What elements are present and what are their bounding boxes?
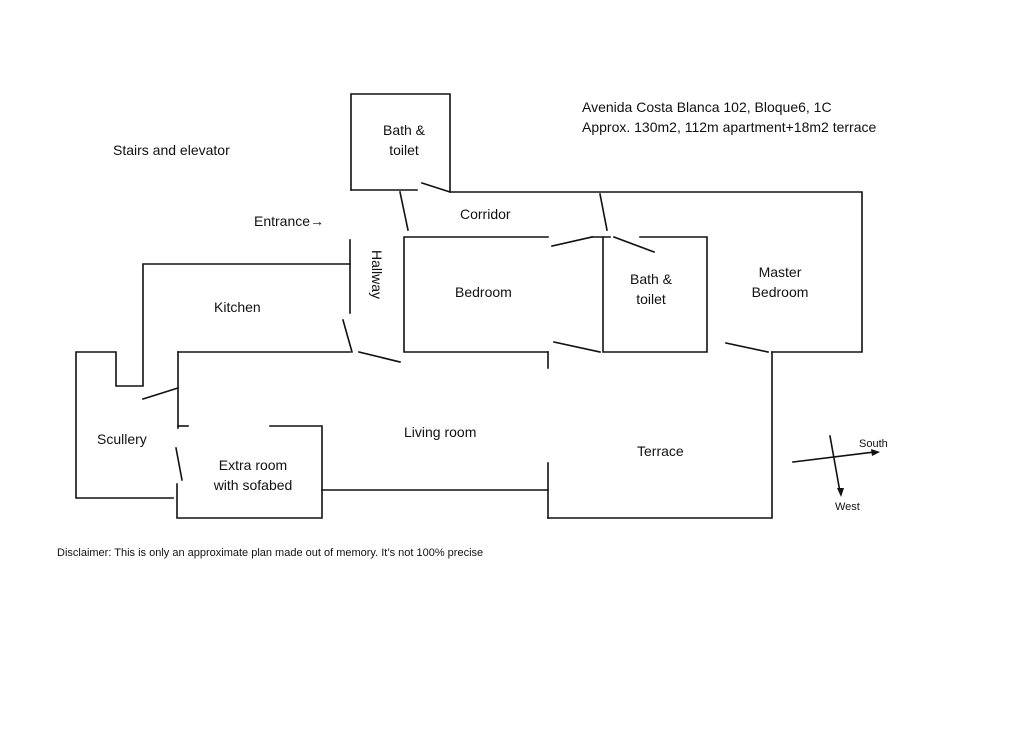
compass-west-line	[829, 435, 841, 493]
compass-south-arrowhead	[871, 449, 880, 456]
wall-bath-mid	[602, 236, 708, 353]
entrance-text: Entrance	[254, 213, 311, 229]
door-kitchen	[358, 351, 401, 363]
address-text: Avenida Costa Blanca 102, Bloque6, 1C	[582, 99, 832, 115]
door-bedroom-top	[551, 236, 593, 247]
scullery-label: Scullery	[97, 431, 147, 447]
master-line1: Master	[758, 264, 802, 280]
door-bath-mid	[612, 235, 656, 254]
corridor-label: Corridor	[460, 206, 511, 222]
master-line2: Bedroom	[751, 284, 809, 300]
door-master	[725, 342, 769, 353]
bath-mid-line1: Bath &	[629, 271, 673, 287]
master-bedroom-label: Master Bedroom	[752, 262, 809, 302]
extra-line1: Extra room	[218, 457, 288, 473]
bath-top-line1: Bath &	[382, 122, 426, 138]
compass-west-label: West	[835, 501, 860, 513]
stairs-label: Stairs and elevator	[113, 142, 230, 158]
door-scullery	[141, 386, 180, 401]
extra-room-label: Extra room with sofabed	[214, 455, 293, 495]
disclaimer-text: Disclaimer: This is only an approximate …	[57, 547, 484, 559]
bath-mid-label: Bath & toilet	[630, 269, 672, 309]
compass-south-label: South	[859, 438, 888, 450]
bedroom-label: Bedroom	[455, 284, 512, 300]
entrance-arrow-icon: →	[310, 213, 325, 229]
extra-line2: with sofabed	[213, 477, 293, 493]
wall-extra	[176, 425, 323, 519]
kitchen-label: Kitchen	[214, 299, 261, 315]
terrace-label: Terrace	[637, 443, 684, 459]
living-room-label: Living room	[404, 424, 477, 440]
door-extra	[175, 447, 183, 481]
bath-mid-line2: toilet	[636, 291, 666, 307]
door-corridor-right	[599, 193, 608, 231]
area-text: Approx. 130m2, 112m apartment+18m2 terra…	[582, 119, 877, 135]
door-hallway	[399, 191, 409, 231]
door-bath-top	[420, 181, 452, 194]
entrance-label: Entrance→	[254, 211, 324, 231]
wall-kitchen	[75, 263, 351, 499]
bath-top-line2: toilet	[389, 142, 419, 158]
door-hallway-bottom	[342, 319, 353, 353]
bath-top-label: Bath & toilet	[383, 120, 425, 160]
door-bedroom-bottom	[553, 341, 601, 353]
wall-bedroom	[403, 236, 549, 353]
hallway-label: Hallway	[369, 250, 385, 300]
compass-west-arrowhead	[837, 488, 844, 497]
wall-terrace	[547, 351, 773, 519]
